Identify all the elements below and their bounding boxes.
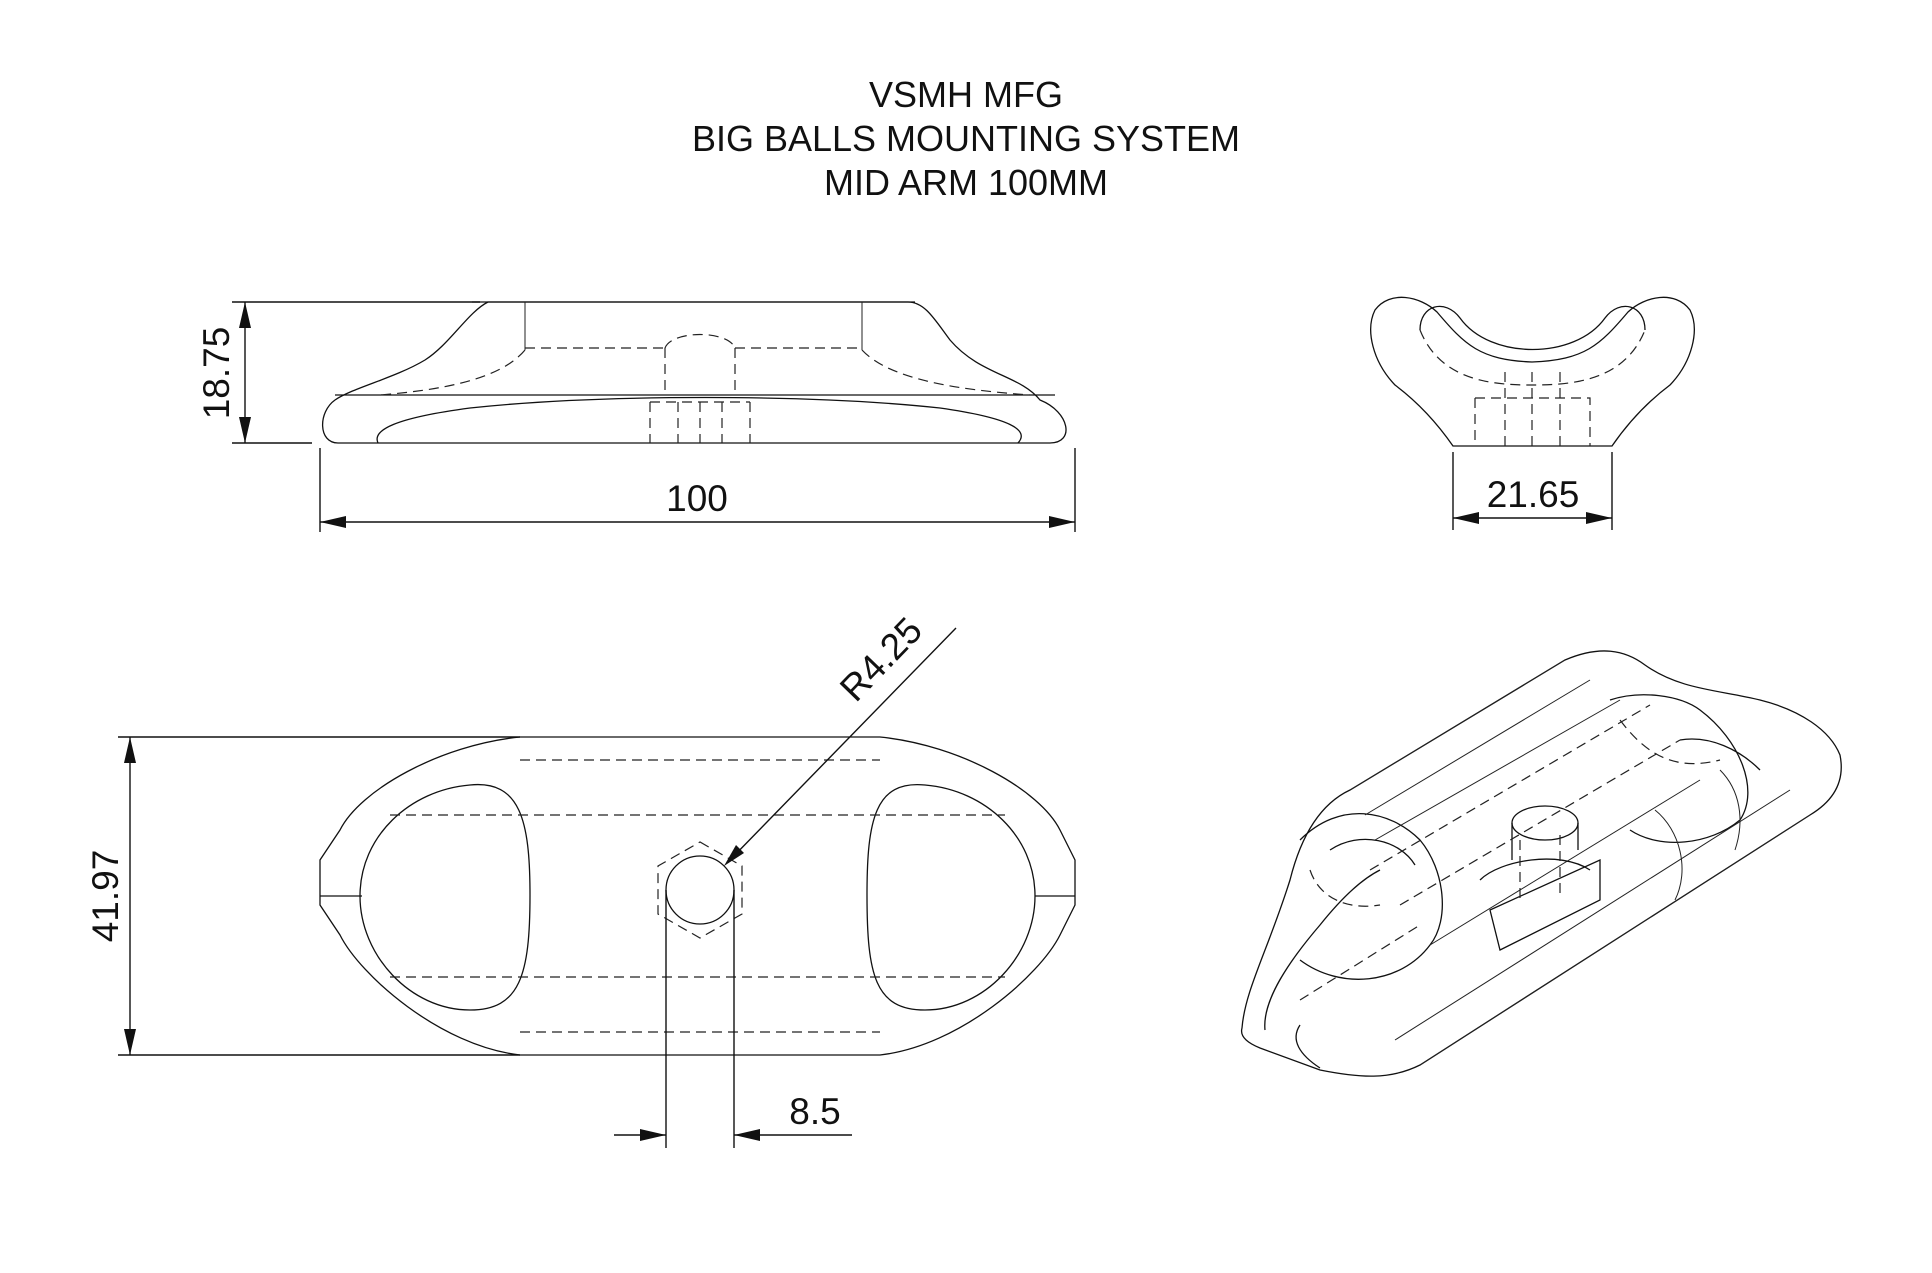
end-hidden-bore [1504, 372, 1561, 446]
end-hidden-curve [1419, 329, 1646, 386]
front-hidden-curve [379, 349, 526, 396]
dim-height-arrow-bottom [239, 417, 251, 443]
iso-front-lip [1295, 1024, 1321, 1069]
iso-nut-pocket [1489, 858, 1601, 951]
dim-radius-leader [727, 627, 957, 863]
dim-end-width-arrow-right [1586, 512, 1612, 524]
front-view-outline [322, 301, 1067, 444]
dim-length-label: 100 [666, 478, 728, 519]
front-view: 18.75 100 [196, 301, 1076, 532]
dim-height: 18.75 [196, 301, 480, 444]
dim-radius-arrow [724, 845, 744, 866]
dim-plan-width: 41.97 [85, 736, 520, 1056]
iso-long-edge [1349, 659, 1566, 791]
iso-long-edge [1374, 699, 1621, 841]
iso-long-edge [1429, 779, 1701, 946]
iso-band [1719, 769, 1741, 851]
iso-hidden-curve [1309, 869, 1381, 907]
dim-plan-width-arrow-top [124, 737, 136, 763]
end-view-outline [1370, 296, 1695, 447]
dim-end-width-label: 21.65 [1487, 474, 1580, 515]
dim-plan-width-label: 41.97 [85, 850, 126, 943]
iso-outline [1240, 650, 1842, 1077]
iso-long-edge [1394, 789, 1791, 1041]
iso-long-edge [1419, 814, 1811, 1066]
plan-bolt-hole [665, 855, 735, 925]
iso-saddle-left-inner [1329, 838, 1416, 866]
title-line-1: VSMH MFG [869, 74, 1063, 115]
end-view-saddle [1419, 305, 1646, 351]
iso-hidden-line [1369, 704, 1651, 871]
end-view: 21.65 [1370, 296, 1695, 530]
isometric-view [1240, 650, 1842, 1077]
dim-radius: R4.25 [724, 610, 957, 866]
iso-saddle-right [1609, 694, 1749, 843]
front-inner-groove [376, 396, 1022, 444]
dim-radius-label: R4.25 [832, 610, 930, 710]
plan-pocket-right [866, 783, 1036, 1011]
title-block: VSMH MFG BIG BALLS MOUNTING SYSTEM MID A… [692, 74, 1240, 203]
plan-pocket-left [359, 783, 531, 1011]
dim-length-arrow-left [320, 516, 346, 528]
iso-hidden-curve [1619, 719, 1721, 765]
iso-hidden-line [1399, 739, 1681, 906]
iso-front-cap [1264, 869, 1381, 1031]
dim-length: 100 [319, 448, 1076, 532]
iso-boss-base [1479, 858, 1591, 881]
dim-plan-width-arrow-bottom [124, 1029, 136, 1055]
iso-hidden-bore [1519, 835, 1561, 900]
dim-height-arrow-top [239, 302, 251, 328]
dim-hole-arrow-right [734, 1129, 760, 1141]
dim-hole-dia: 8.5 [614, 890, 852, 1148]
dim-end-width: 21.65 [1452, 452, 1613, 530]
dim-end-width-arrow-left [1453, 512, 1479, 524]
iso-boss-sides [1511, 823, 1579, 860]
plan-view: R4.25 41.97 8.5 [85, 610, 1076, 1148]
iso-long-edge [1364, 679, 1591, 816]
plan-hex-pocket [657, 841, 743, 939]
dim-length-arrow-right [1049, 516, 1075, 528]
dim-hole-arrow-left [640, 1129, 666, 1141]
end-hidden-nut [1474, 397, 1591, 446]
dim-height-label: 18.75 [196, 327, 237, 420]
iso-saddle-right-inner [1679, 738, 1761, 771]
title-line-3: MID ARM 100MM [824, 162, 1108, 203]
iso-band [1654, 809, 1683, 901]
front-hidden-bore-top [664, 333, 736, 349]
iso-boss-top [1511, 805, 1579, 841]
dim-hole-label: 8.5 [789, 1091, 840, 1132]
front-hidden-nut-flats [677, 402, 723, 443]
iso-hidden-line [1299, 924, 1421, 1001]
plan-view-outline [319, 736, 1076, 1056]
title-line-2: BIG BALLS MOUNTING SYSTEM [692, 118, 1240, 159]
front-hidden-curve [861, 349, 1031, 396]
iso-saddle-left [1299, 812, 1443, 980]
